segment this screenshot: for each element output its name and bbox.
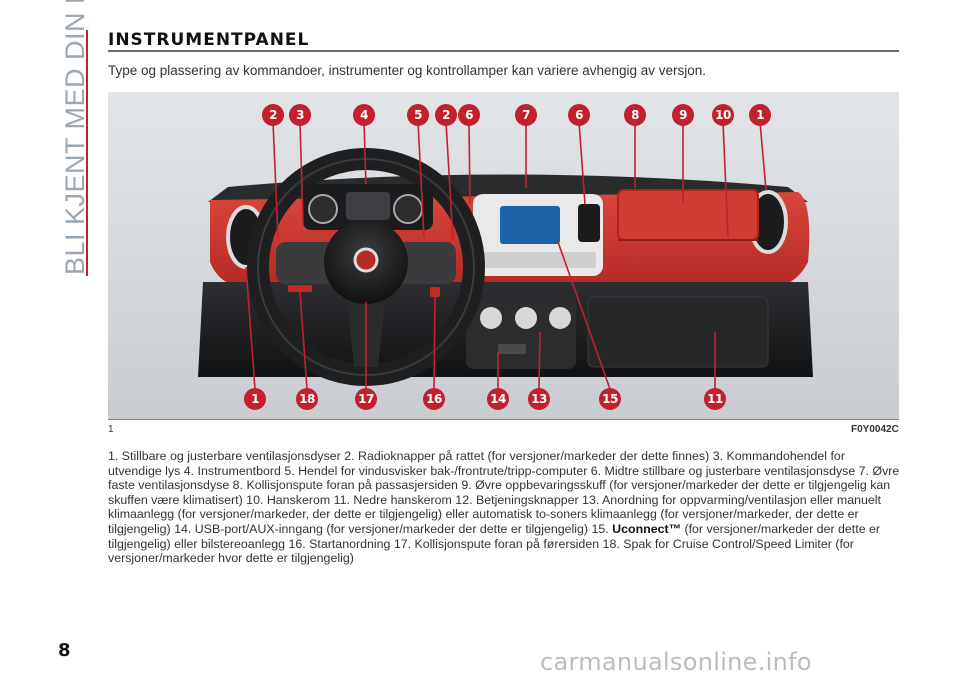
- callout-badge: 16: [423, 388, 445, 410]
- title-rule: [108, 50, 899, 52]
- callout-badge: 3: [289, 104, 311, 126]
- figure-rule: [108, 419, 899, 420]
- callout-badge: 5: [407, 104, 429, 126]
- caption-uconnect: Uconnect™: [612, 521, 682, 536]
- figure-caption: 1. Stillbare og justerbare ventilasjonsd…: [108, 449, 900, 566]
- callout-badge: 15: [599, 388, 621, 410]
- callout-badge: 2: [435, 104, 457, 126]
- caption-text-2: (for versjoner/markeder der dette er til…: [108, 521, 881, 566]
- callout-badge: 9: [672, 104, 694, 126]
- callout-badge: 10: [712, 104, 734, 126]
- page-number: 8: [58, 640, 71, 661]
- callout-badge: 17: [355, 388, 377, 410]
- figure-number: 1: [108, 424, 114, 435]
- callout-badge: 6: [458, 104, 480, 126]
- callout-badge: 4: [353, 104, 375, 126]
- dashboard-figure: 2 3 4 5 2 6 7 6 8 9 10 1 1 18 17 16 14 1…: [108, 92, 899, 420]
- callout-badge: 6: [568, 104, 590, 126]
- figure-code: F0Y0042C: [851, 424, 899, 435]
- callout-badge: 14: [487, 388, 509, 410]
- callout-badge: 18: [296, 388, 318, 410]
- callout-badge: 1: [244, 388, 266, 410]
- caption-text-1: 1. Stillbare og justerbare ventilasjonsd…: [108, 449, 900, 536]
- side-chapter-tab: BLI KJENT MED DIN BIL: [52, 0, 102, 280]
- callout-badge: 2: [262, 104, 284, 126]
- callout-badge: 7: [515, 104, 537, 126]
- callout-badge: 8: [624, 104, 646, 126]
- intro-text: Type og plassering av kommandoer, instru…: [108, 63, 707, 78]
- watermark: carmanualsonline.info: [540, 648, 812, 676]
- section-title: INSTRUMENTPANEL: [108, 30, 310, 50]
- callout-badge: 13: [528, 388, 550, 410]
- uconnect-screen: [500, 206, 560, 244]
- dashboard-illustration: [108, 92, 899, 420]
- callout-badge: 1: [749, 104, 771, 126]
- callout-layer: [245, 121, 767, 390]
- chapter-divider: [86, 30, 88, 276]
- callout-badge: 11: [704, 388, 726, 410]
